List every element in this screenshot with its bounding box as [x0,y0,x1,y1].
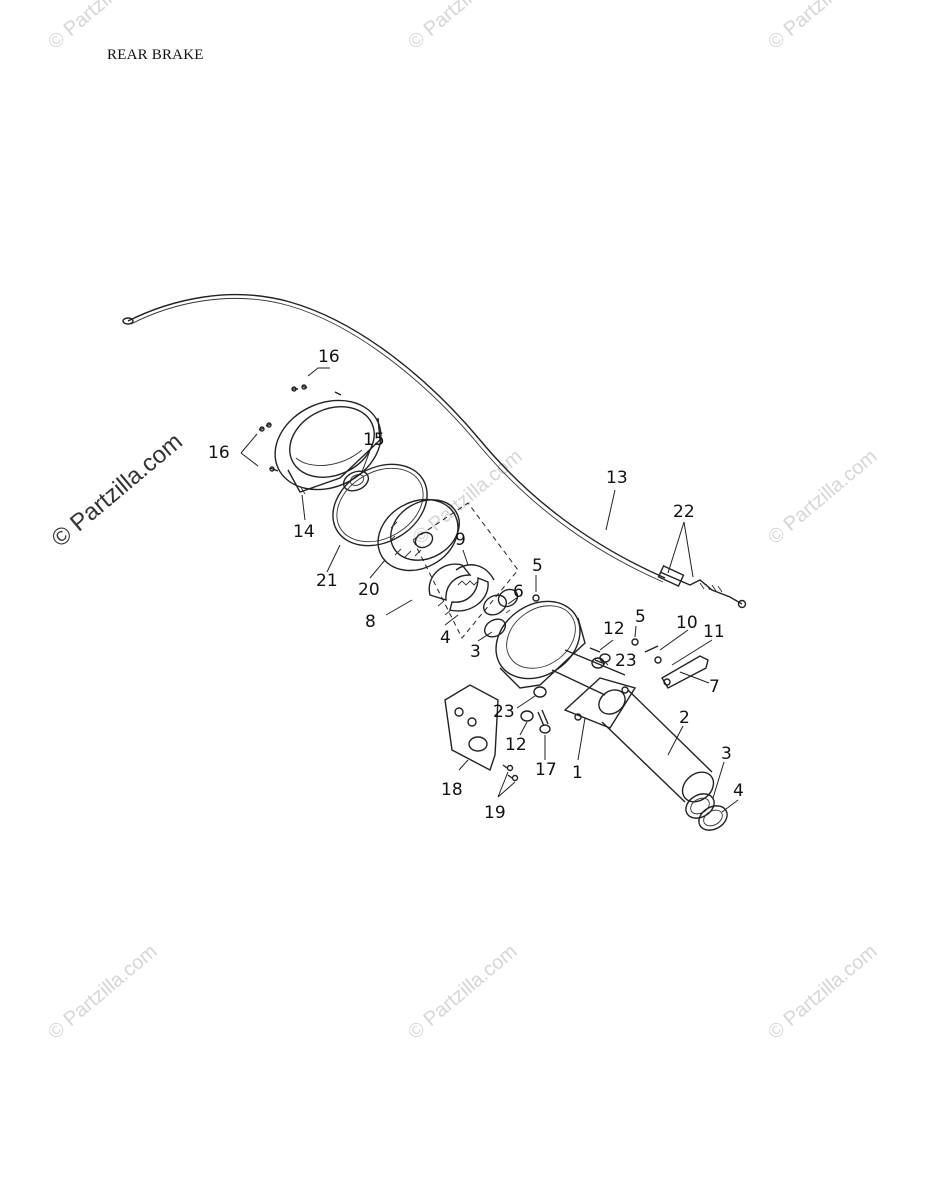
leader-lines [240,367,739,813]
grease-fitting [532,594,639,646]
brake-arm [644,645,709,689]
watermark: © Partzilla.com [764,445,881,548]
callout-5: 5 [635,607,646,627]
callout-6: 6 [513,582,524,602]
callout-15: 15 [363,430,385,450]
bracket-plate [444,684,519,782]
callout-12: 12 [603,619,625,639]
watermark: © Partzilla.com [404,940,521,1043]
watermark-group: © Partzilla.com © Partzilla.com © Partzi… [44,0,881,1044]
callout-labels: 16 16 15 14 13 22 9 5 6 21 20 8 4 3 12 5… [208,347,744,823]
brake-panel-housing [495,600,637,729]
callout-23: 23 [615,651,637,671]
shoe-assembly-box [412,502,519,639]
end-rings [685,793,728,831]
watermark: © Partzilla.com [44,0,161,54]
brake-drum [377,498,460,572]
callout-13: 13 [606,468,628,488]
watermark: © Partzilla.com [764,940,881,1043]
callout-4: 4 [733,781,744,801]
callout-4: 4 [440,628,451,648]
watermark: © Partzilla.com [404,0,521,54]
callout-23: 23 [493,702,515,722]
callout-18: 18 [441,780,463,800]
callout-16: 16 [208,443,230,463]
callout-22: 22 [673,502,695,522]
callout-9: 9 [455,530,466,550]
drum-cover [274,399,382,495]
watermark: © Partzilla.com [47,428,188,553]
callout-17: 17 [535,760,557,780]
brake-cable [122,293,747,609]
watermark: © Partzilla.com [764,0,881,54]
watermark: © Partzilla.com [44,940,161,1043]
callout-11: 11 [703,622,725,642]
callout-3: 3 [721,744,732,764]
callout-10: 10 [676,613,698,633]
axle-sleeve [601,689,715,803]
callout-12: 12 [505,735,527,755]
diagram-title: REAR BRAKE [107,47,204,63]
callout-21: 21 [316,571,338,591]
callout-8: 8 [365,612,376,632]
callout-20: 20 [358,580,380,600]
callout-7: 7 [709,677,720,697]
gasket [332,463,428,547]
callout-16: 16 [318,347,340,367]
callout-5: 5 [532,556,543,576]
brake-shoes [428,563,495,616]
callout-14: 14 [293,522,315,542]
cover-screws [258,384,342,472]
callout-1: 1 [572,763,583,783]
callout-19: 19 [484,803,506,823]
callout-3: 3 [470,642,481,662]
callout-2: 2 [679,708,690,728]
bolts [520,647,611,734]
